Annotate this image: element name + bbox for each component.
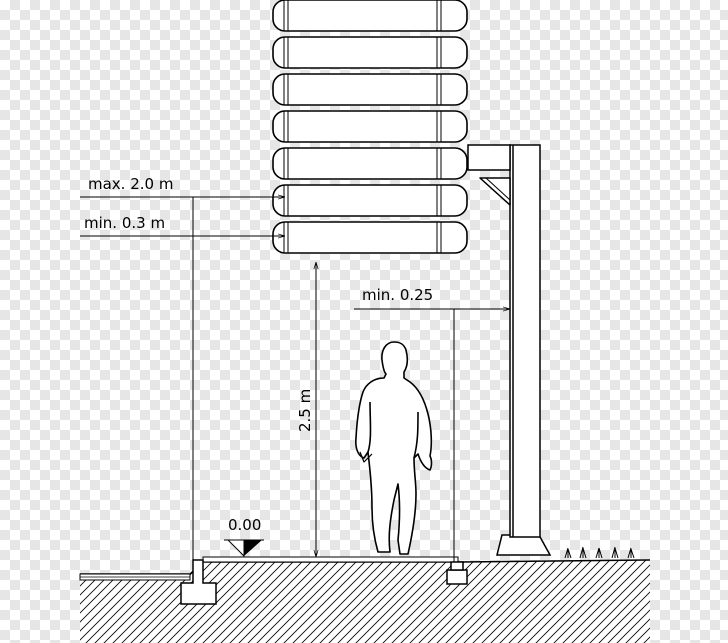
height-clearance-label: 2.5 m — [296, 389, 314, 432]
sign-post — [467, 144, 552, 556]
bollard-base — [446, 561, 468, 585]
ground — [79, 556, 651, 643]
min-offset-label: min. 0.3 m — [84, 214, 165, 232]
ground-level-marker — [224, 539, 264, 558]
grass-tufts — [564, 546, 635, 559]
sign-panel — [272, 221, 468, 254]
sign-panel — [272, 147, 468, 180]
sign-panel — [272, 73, 468, 106]
ground-level-label: 0.00 — [228, 516, 261, 534]
sign-panel — [272, 0, 468, 32]
dimension-lines — [80, 197, 510, 562]
person-figure — [355, 341, 433, 555]
curb-foundation — [180, 559, 217, 605]
sign-panels — [272, 0, 468, 254]
sign-panel — [272, 110, 468, 143]
sign-panel — [272, 184, 468, 217]
side-clearance-label: min. 0.25 — [362, 286, 433, 304]
sign-panel — [272, 36, 468, 69]
max-offset-label: max. 2.0 m — [88, 175, 173, 193]
